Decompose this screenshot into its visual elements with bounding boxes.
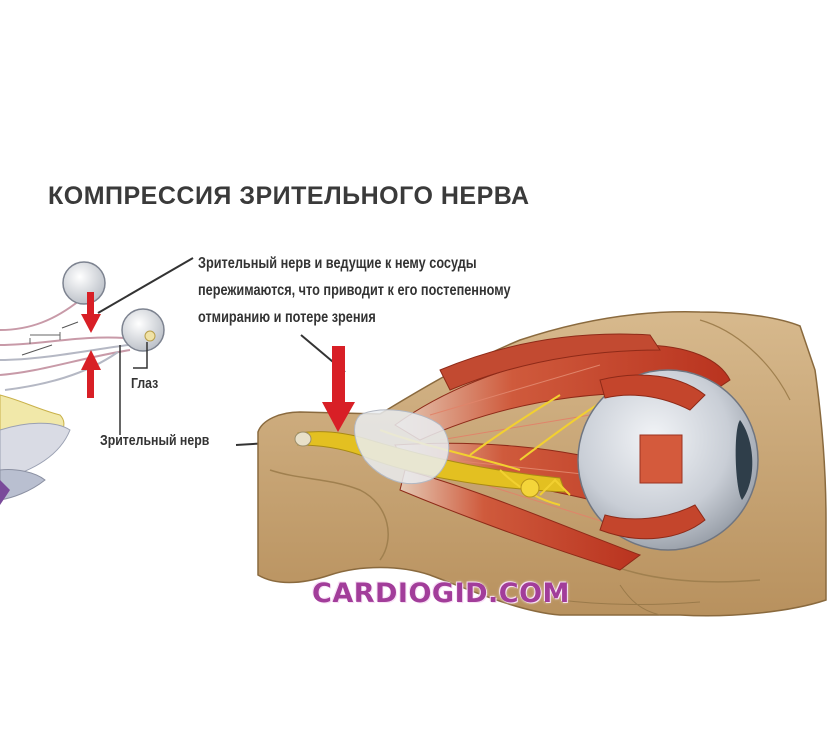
small-compression-arrows xyxy=(81,292,101,398)
annotation-text: Зрительный нерв и ведущие к нему сосуды … xyxy=(198,250,534,331)
right-eye-nerve-head xyxy=(144,330,156,342)
left-eye-ball xyxy=(62,261,106,305)
compression-arrow xyxy=(322,346,355,432)
watermark: CARDIOGID.COM xyxy=(312,578,570,609)
brain-schematic xyxy=(0,299,131,505)
eye-label: Глаз xyxy=(131,375,159,392)
optic-nerve-label: Зрительный нерв xyxy=(100,432,210,449)
tendon-ring xyxy=(354,409,450,485)
page-title: КОМПРЕССИЯ ЗРИТЕЛЬНОГО НЕРВА xyxy=(48,182,530,210)
right-eye-ball xyxy=(121,308,165,352)
annotation-line-1: Зрительный нерв и ведущие к нему сосуды xyxy=(198,255,477,272)
annotation-leader-top xyxy=(97,257,194,314)
eye-label-line xyxy=(133,342,148,369)
eyeball xyxy=(577,369,759,551)
annotation-line-2: пережимаются, что приводит к его постепе… xyxy=(198,282,511,299)
annotation-line-3: отмиранию и потере зрения xyxy=(198,309,376,326)
